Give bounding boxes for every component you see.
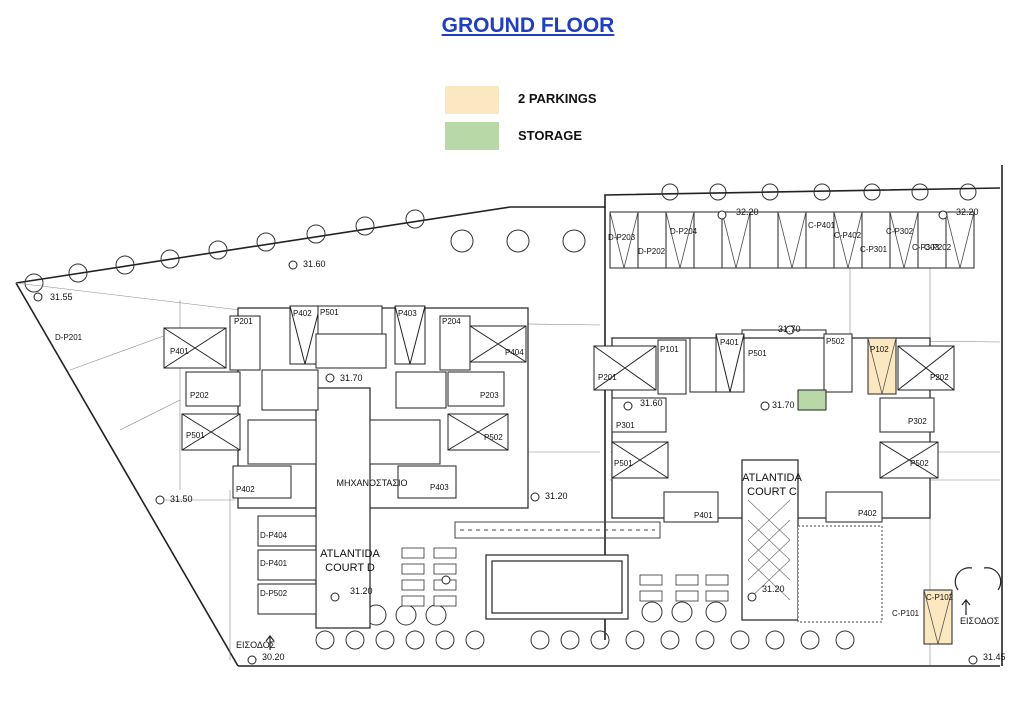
level-31-70-d: 31.70 xyxy=(340,373,363,383)
legend-swatch-storage xyxy=(445,122,499,150)
legend-swatch-parking xyxy=(445,86,499,114)
entrance-arrows xyxy=(265,567,1002,650)
court-c-label-1: ATLANTIDA xyxy=(742,472,802,484)
space-p402-bottom: P402 xyxy=(236,485,255,494)
level-31-20-c: 31.20 xyxy=(762,584,785,594)
space-c-p301: C-P301 xyxy=(860,245,888,254)
court-c-hatch xyxy=(747,499,791,601)
space-p502-left: P502 xyxy=(484,433,503,442)
level-30-20: 30.20 xyxy=(262,652,285,662)
space-p203-left: P203 xyxy=(480,391,499,400)
space-c-p401: C-P401 xyxy=(808,221,836,230)
level-31-50: 31.50 xyxy=(170,494,193,504)
space-p302-right: P302 xyxy=(908,417,927,426)
level-31-60-c: 31.60 xyxy=(640,398,663,408)
space-p201-right: P201 xyxy=(598,373,617,382)
level-31-70-c1: 31.70 xyxy=(778,324,801,334)
space-p404-left: P404 xyxy=(505,348,524,357)
space-p403-left: P403 xyxy=(398,309,417,318)
space-c-p402: C-P402 xyxy=(834,231,862,240)
space-d-p201: D-P201 xyxy=(55,333,83,342)
top-parking-row xyxy=(609,211,975,269)
space-d-p404: D-P404 xyxy=(260,531,288,540)
space-c-p102: C-P102 xyxy=(926,593,954,602)
space-d-p204: D-P204 xyxy=(670,227,698,236)
level-31-60: 31.60 xyxy=(303,259,326,269)
space-p502-right: P502 xyxy=(826,337,845,346)
level-31-20-a: 31.20 xyxy=(545,491,568,501)
entrance-labels: ΕΙΣΟΔΟΣ ΕΙΣΟΔΟΣ xyxy=(236,616,1000,650)
space-p301-right: P301 xyxy=(616,421,635,430)
space-p401-c: P401 xyxy=(694,511,713,520)
court-d-label-2: COURT D xyxy=(325,562,375,574)
level-31-55: 31.55 xyxy=(50,292,73,302)
court-c-parking xyxy=(593,333,955,523)
space-p202-right: P202 xyxy=(930,373,949,382)
entrance-label-right: ΕΙΣΟΔΟΣ xyxy=(960,616,1000,626)
mechanical-room-label: ΜΗΧΑΝΟΣΤΑΣΙΟ xyxy=(337,478,408,488)
space-p402-c: P402 xyxy=(858,509,877,518)
space-d-p502: D-P502 xyxy=(260,589,288,598)
space-p202-left: P202 xyxy=(190,391,209,400)
loungers xyxy=(401,547,729,607)
space-p204-left: P204 xyxy=(442,317,461,326)
entrance-label-left: ΕΙΣΟΔΟΣ xyxy=(236,640,276,650)
space-c-p101: C-P101 xyxy=(892,609,920,618)
parking-space-labels: D-P201 P401 P201 P402 P501 P403 P204 P40… xyxy=(55,221,954,618)
pool xyxy=(485,554,629,620)
space-c-p202: C-P202 xyxy=(924,243,952,252)
space-p403-bottom: P403 xyxy=(430,483,449,492)
legend-label-parking: 2 PARKINGS xyxy=(518,91,597,106)
space-p401-left: P401 xyxy=(170,347,189,356)
space-d-p202: D-P202 xyxy=(638,247,666,256)
highlight-parking xyxy=(867,337,953,645)
highlight-storage xyxy=(797,389,827,411)
space-p402-left: P402 xyxy=(293,309,312,318)
space-c-p302: C-P302 xyxy=(886,227,914,236)
level-31-20-b: 31.20 xyxy=(350,586,373,596)
space-d-p401: D-P401 xyxy=(260,559,288,568)
court-labels: ATLANTIDA COURT D ATLANTIDA COURT C ΜΗΧΑ… xyxy=(320,472,802,574)
page-title: GROUND FLOOR xyxy=(441,14,615,37)
top-parking-diagonals xyxy=(609,211,975,269)
space-p201-left: P201 xyxy=(234,317,253,326)
space-d-p203: D-P203 xyxy=(608,233,636,242)
level-markers xyxy=(33,210,978,665)
space-p401-right: P401 xyxy=(720,338,739,347)
space-c-p303: C-P303 xyxy=(912,243,940,252)
space-p102-right: P102 xyxy=(870,345,889,354)
space-p101-right: P101 xyxy=(660,345,679,354)
space-p501-right: P501 xyxy=(748,349,767,358)
garden-area xyxy=(797,525,883,623)
space-p502-c: P502 xyxy=(910,459,929,468)
level-31-70-c2: 31.70 xyxy=(772,400,795,410)
court-d-label-1: ATLANTIDA xyxy=(320,548,380,560)
court-d-parking xyxy=(163,305,527,615)
space-p501-c: P501 xyxy=(614,459,633,468)
pool-path xyxy=(454,521,661,539)
site-boundary xyxy=(15,165,1003,667)
space-p501-bottom: P501 xyxy=(186,431,205,440)
level-32-20-a: 32.20 xyxy=(736,207,759,217)
court-c-label-2: COURT C xyxy=(747,486,797,498)
legend-label-storage: STORAGE xyxy=(518,128,583,143)
level-32-20-b: 32.20 xyxy=(956,207,979,217)
space-p501-left: P501 xyxy=(320,308,339,317)
level-labels: 31.60 31.55 31.70 31.70 31.70 31.60 31.5… xyxy=(50,207,1006,662)
boundary-trees xyxy=(24,183,977,293)
level-31-45: 31.45 xyxy=(983,652,1006,662)
bottom-trees xyxy=(315,601,855,650)
